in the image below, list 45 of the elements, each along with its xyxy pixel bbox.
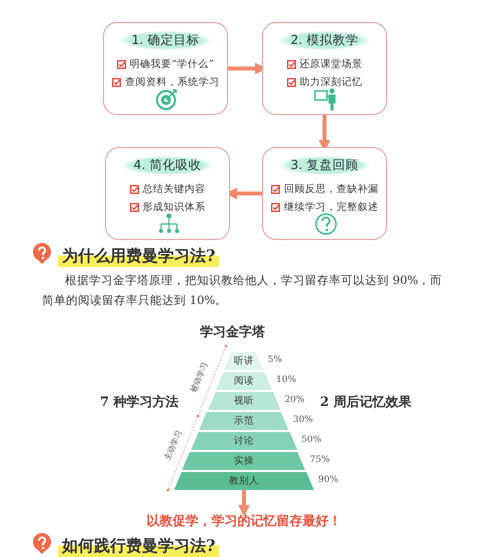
pyramid-title: 学习金字塔: [200, 324, 265, 341]
list-item: 助力深刻记忆: [300, 77, 362, 88]
side-label: 2 周后记忆效果: [320, 394, 412, 411]
layer-label: 示范: [234, 414, 254, 428]
step-heading: 3. 复盘回顾: [278, 156, 370, 175]
percentage-label: 50%: [301, 435, 322, 445]
process-card: [103, 22, 228, 115]
paragraph: 根据学习金字塔原理，把知识教给他人，学习留存率可以达到 90%，而简单的阅读留存率只能达到 10%。: [42, 272, 444, 309]
step-heading: 4. 简化吸收: [122, 156, 214, 175]
list-item: 总结关键内容: [142, 184, 206, 195]
percentage-label: 30%: [292, 415, 313, 425]
step-heading: 2. 模拟教学: [278, 31, 370, 50]
pyramid-layer: [216, 372, 272, 390]
list-item: 查阅资料，系统学习: [124, 77, 220, 88]
layer-label: 阅读: [234, 374, 254, 388]
percentage-label: 5%: [268, 355, 282, 365]
process-card: [262, 147, 387, 240]
percentage-label: 90%: [318, 475, 338, 485]
list-item: 明确我要“学什么”: [130, 59, 214, 70]
list-item: 形成知识体系: [142, 202, 206, 213]
layer-label: 讨论: [234, 434, 254, 448]
list-item: 还原课堂场景: [300, 59, 362, 70]
pyramid-layer: [208, 392, 280, 410]
callout-text: 以教促学，学习的记忆留存最好！: [146, 512, 342, 530]
list-item: 继续学习，完整叙述: [284, 202, 378, 213]
process-card: [262, 22, 387, 115]
pyramid-layer: [199, 412, 289, 430]
pyramid-layer: [182, 452, 306, 470]
side-label: 7 种学习方法: [100, 394, 179, 411]
arrow: [238, 490, 250, 517]
pyramid-layer: [174, 472, 314, 490]
percentage-label: 10%: [276, 375, 296, 385]
layer-label: 教别人: [228, 474, 259, 488]
process-card: [105, 147, 230, 240]
step-heading: 1. 确定目标: [120, 31, 212, 50]
pyramid-layer: [224, 352, 264, 370]
list-item: 回顾反思，查缺补漏: [284, 184, 378, 195]
percentage-label: 75%: [310, 455, 330, 465]
pyramid-layer: [190, 432, 298, 450]
percentage-label: 20%: [284, 395, 305, 405]
layer-label: 实操: [234, 454, 254, 468]
layer-label: 听讲: [234, 354, 254, 368]
bracket-label: 主动学习: [161, 428, 185, 462]
bracket-label: 被动学习: [187, 360, 211, 394]
layer-label: 视听: [234, 394, 254, 408]
